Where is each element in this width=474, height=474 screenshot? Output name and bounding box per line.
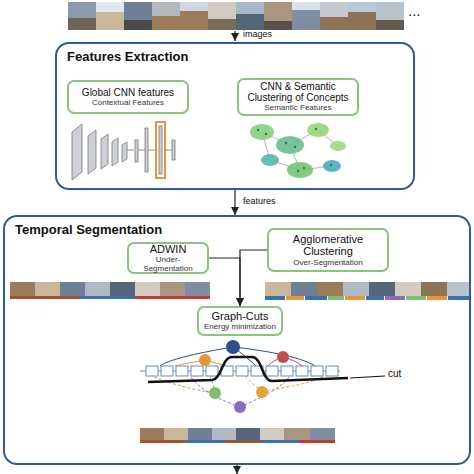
box-subtitle: Energy minimization: [204, 322, 276, 331]
box-subtitle: Contextual Features: [92, 98, 164, 107]
segment-strip: [10, 282, 210, 299]
flow-arrow: [240, 250, 267, 306]
section-title: Temporal Segmentation: [15, 222, 162, 237]
box-title: Agglomerative Clustering: [273, 233, 383, 257]
flow-arrow: [234, 190, 235, 215]
box-title: CNN & Semantic Clustering of Concepts: [243, 81, 353, 103]
process-box: Global CNN featuresContextual Features: [67, 80, 189, 114]
box-subtitle: Over-Segmentation: [293, 258, 362, 267]
section-title: Features Extraction: [67, 49, 188, 64]
process-box: Graph-CutsEnergy minimization: [197, 306, 283, 336]
output-arrow: [236, 465, 237, 474]
flow-label: images: [243, 29, 272, 39]
process-box: ADWINUnder-Segmentation: [127, 242, 209, 274]
ellipsis: ...: [408, 2, 421, 19]
box-title: Global CNN features: [82, 87, 174, 98]
process-box: CNN & Semantic Clustering of ConceptsSem…: [237, 78, 359, 116]
flow-arrow: [209, 258, 240, 306]
graph-cut-illustration: [140, 340, 385, 413]
process-box: Agglomerative ClusteringOver-Segmentatio…: [267, 228, 389, 272]
cnn-illustration: [72, 122, 175, 180]
semantic-graph: [250, 123, 346, 178]
box-title: ADWIN: [150, 243, 187, 255]
cut-label: cut: [388, 368, 401, 379]
box-subtitle: Semantic Features: [264, 103, 331, 112]
segment-strip: [140, 428, 335, 443]
stage-box: Temporal SegmentationADWINUnder-Segmenta…: [3, 215, 471, 465]
stage-box: Features ExtractionGlobal CNN featuresCo…: [55, 42, 415, 190]
segment-strip: [265, 282, 470, 300]
box-subtitle: Under-Segmentation: [133, 255, 203, 273]
image-strip: [68, 2, 404, 41]
box-title: Graph-Cuts: [212, 310, 269, 322]
flow-label: features: [243, 196, 276, 206]
